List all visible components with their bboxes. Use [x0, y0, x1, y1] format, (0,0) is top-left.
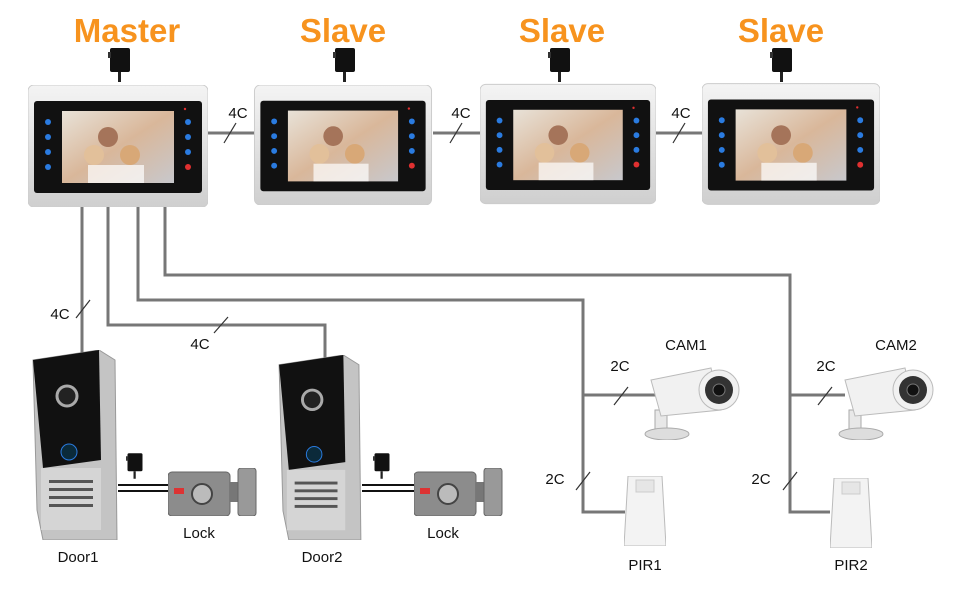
power-adapter-icon	[548, 48, 570, 82]
lock1-electric-lock	[168, 468, 257, 516]
wire-count-tick	[817, 386, 833, 406]
lock2-electric-lock	[414, 468, 503, 516]
slave-heading-1: Slave	[300, 12, 386, 49]
master-heading: Master	[74, 12, 181, 49]
cam1-label: CAM1	[665, 337, 707, 354]
power-adapter-icon	[770, 48, 792, 82]
slave-monitor-3	[702, 83, 880, 205]
slave-heading-2: Slave	[519, 12, 605, 49]
pir1-wire-label: 2C	[545, 471, 564, 488]
power-adapter-icon	[333, 48, 355, 82]
bus-label: 4C	[671, 105, 690, 122]
bus-label: 4C	[451, 105, 470, 122]
pir2-label: PIR2	[834, 557, 867, 574]
power-adapter-icon	[108, 48, 130, 82]
door1-wire-label: 4C	[50, 306, 69, 323]
master-monitor	[28, 85, 208, 207]
cam1-wire-label: 2C	[610, 358, 629, 375]
wire-count-tick	[575, 471, 591, 491]
power-adapter-icon	[126, 453, 143, 479]
door2-wire-label: 4C	[190, 336, 209, 353]
cam2-wire-label: 2C	[816, 358, 835, 375]
power-adapter-icon	[373, 453, 390, 479]
wire-count-tick	[223, 122, 237, 144]
door1-outdoor-panel	[31, 350, 119, 540]
slave-monitor-2	[480, 83, 656, 205]
lock1-label: Lock	[183, 525, 215, 542]
door2-wire	[106, 205, 327, 358]
pir2-wire-label: 2C	[751, 471, 770, 488]
cam2-pir2-wire	[163, 205, 830, 514]
door2-outdoor-panel	[277, 355, 363, 540]
cam1-camera	[644, 367, 740, 440]
wire-count-tick	[449, 122, 463, 144]
wire-count-tick	[782, 471, 798, 491]
wire-count-tick	[75, 299, 91, 319]
lock2-label: Lock	[427, 525, 459, 542]
slave-monitor-1	[253, 85, 433, 205]
pir1-label: PIR1	[628, 557, 661, 574]
wire-count-tick	[613, 386, 629, 406]
cam1-pir1-wire	[136, 205, 625, 514]
pir1-sensor	[624, 476, 666, 546]
bus-label: 4C	[228, 105, 247, 122]
door1-label: Door1	[58, 549, 99, 566]
door2-label: Door2	[302, 549, 343, 566]
slave-heading-3: Slave	[738, 12, 824, 49]
cam2-camera	[838, 367, 934, 440]
pir2-sensor	[830, 478, 872, 548]
wire-count-tick	[213, 316, 229, 334]
cam2-label: CAM2	[875, 337, 917, 354]
wire-count-tick	[672, 122, 686, 144]
